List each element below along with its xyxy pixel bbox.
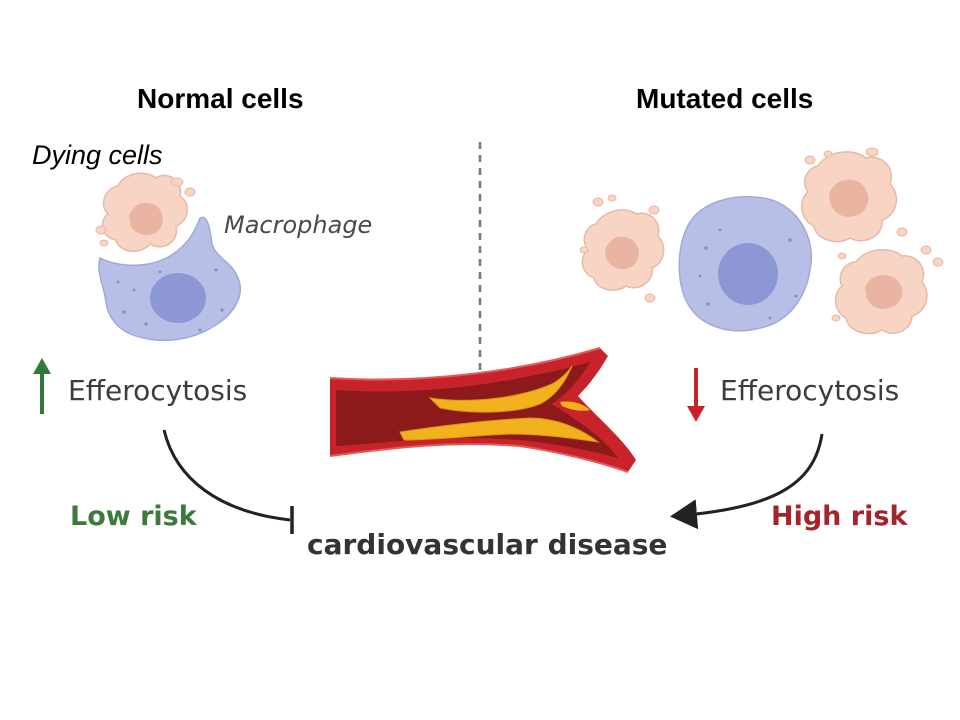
heading-mutated-cells: Mutated cells: [636, 83, 814, 114]
efferocytosis-label-left: Efferocytosis: [68, 374, 248, 407]
high-risk-label: High risk: [771, 501, 908, 532]
dying-cell-left: [95, 172, 196, 252]
dying-cell-right-left: [579, 194, 665, 303]
efferocytosis-label-right: Efferocytosis: [720, 374, 900, 407]
dying-cells-label: Dying cells: [32, 140, 163, 170]
disease-label: cardiovascular disease: [307, 528, 668, 561]
macrophage-left: [98, 216, 242, 342]
down-arrow-icon: [687, 368, 705, 422]
low-risk-label: Low risk: [70, 501, 197, 532]
macrophage-label: Macrophage: [224, 211, 373, 239]
inhibition-arrow: [162, 429, 291, 522]
activation-arrow: [670, 433, 824, 530]
heading-normal-cells: Normal cells: [137, 83, 304, 114]
dying-cell-right-bottom: [831, 245, 944, 335]
up-arrow-icon: [33, 358, 51, 414]
macrophage-right: [678, 195, 812, 332]
dying-cell-right-top: [801, 147, 908, 243]
blood-vessel: [329, 347, 636, 473]
